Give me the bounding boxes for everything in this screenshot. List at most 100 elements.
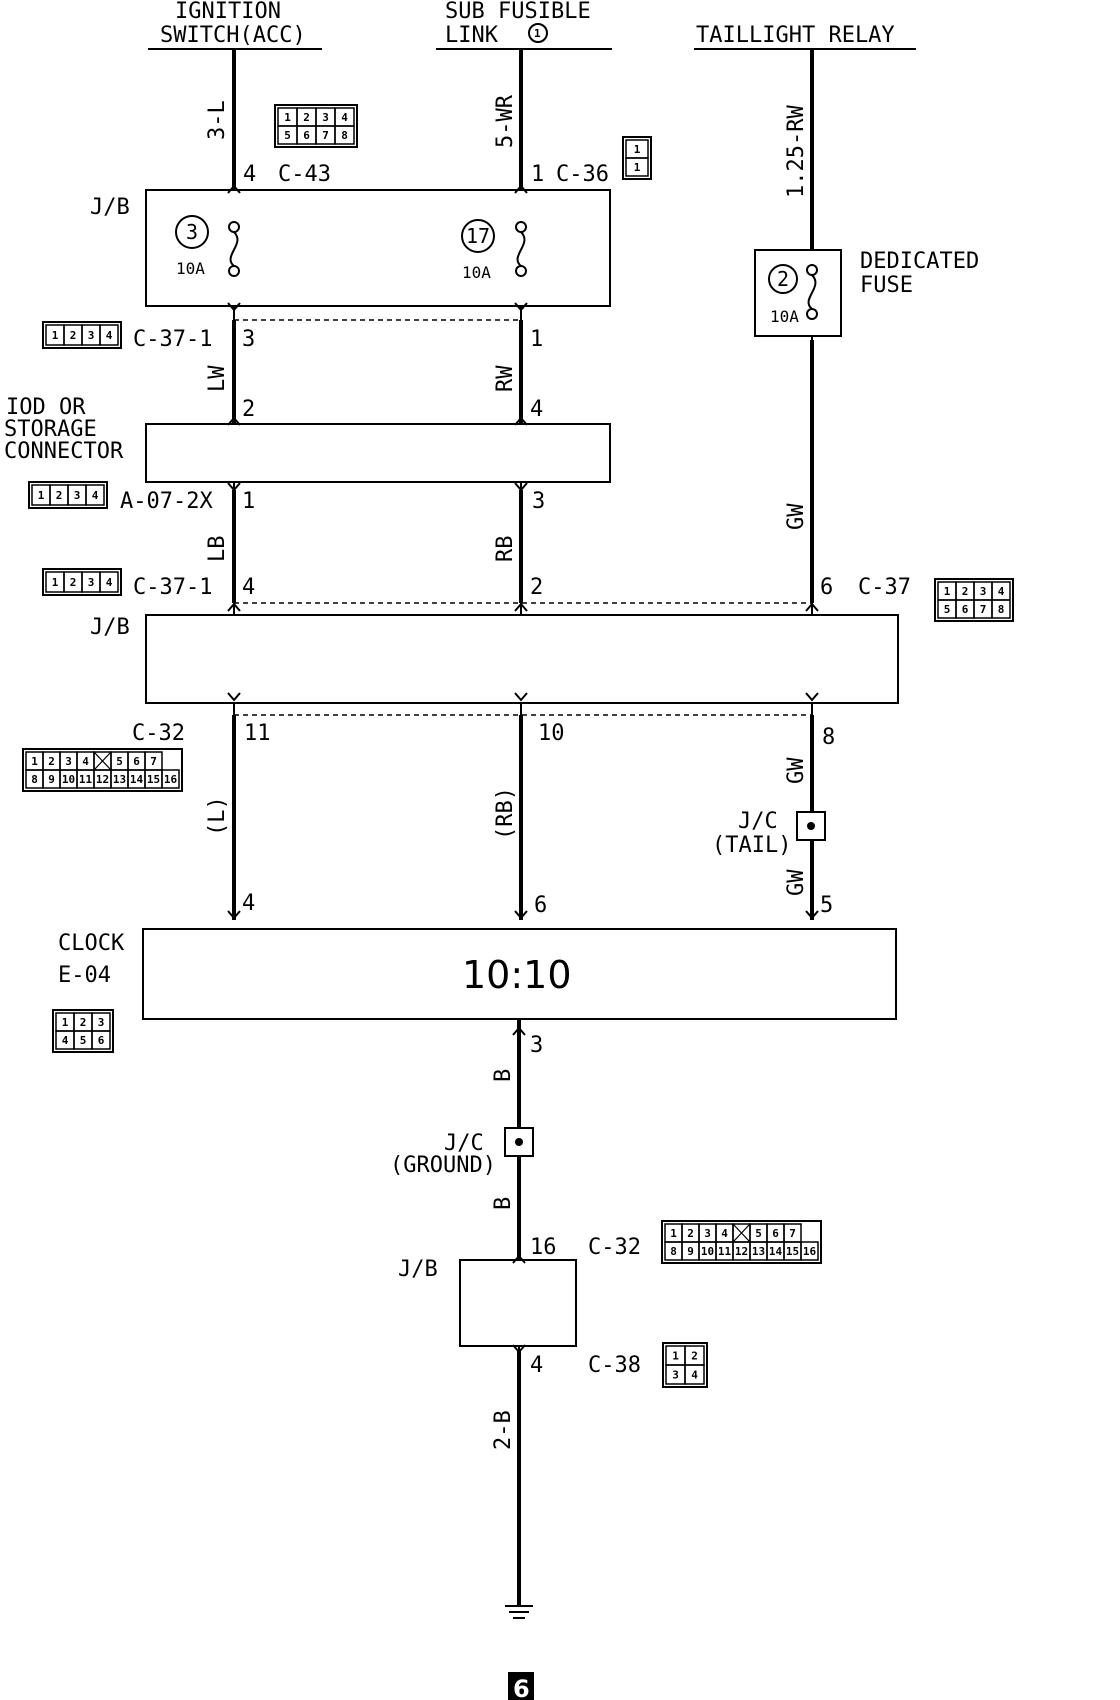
- connector-pin-number: 13: [113, 773, 126, 786]
- fuse-3-element: [229, 231, 239, 267]
- connector-pin-number: 7: [980, 603, 987, 616]
- fuse-3-number-circle: [175, 215, 209, 249]
- connector-pin-number: 2: [80, 1016, 87, 1029]
- fuse-17-element: [516, 231, 526, 267]
- label-c36: C-36: [556, 162, 609, 187]
- pin-c43: 4: [243, 162, 256, 187]
- connector-pin-number: 5: [755, 1227, 762, 1240]
- junction-arrow: [514, 602, 528, 612]
- connector-pin-number: 8: [31, 773, 38, 786]
- connector-pin-number: 5: [284, 129, 291, 142]
- pin-c371-b2: 2: [530, 575, 543, 600]
- subfusible-title-1: SUB FUSIBLE: [445, 0, 591, 24]
- connector-pin-number: 1: [944, 585, 951, 598]
- connector-pin-number: 3: [980, 585, 987, 598]
- clock-code: E-04: [58, 963, 111, 988]
- junction-arrow: [514, 184, 528, 194]
- connector-pin-number: 4: [92, 489, 99, 502]
- connector-pin-number: 4: [82, 755, 89, 768]
- connector-pin-number: 7: [789, 1227, 796, 1240]
- dedicated-fuse-label-1: DEDICATED: [860, 249, 979, 274]
- jc-tail-label-2: (TAIL): [712, 833, 791, 858]
- connector-cell: [99, 324, 119, 346]
- connector-pin-number: 9: [687, 1245, 694, 1258]
- connector-pin-number: 4: [691, 1369, 698, 1382]
- wire-label-LW: LW: [205, 365, 230, 392]
- fuse-17-terminal-bottom: [515, 265, 527, 277]
- connector-pin-number: 2: [70, 329, 77, 342]
- subfusible-number-circle: [528, 23, 548, 43]
- pin-c37: 6: [820, 575, 833, 600]
- junction-arrow: [805, 910, 819, 920]
- pin-clock-2: 6: [534, 893, 547, 918]
- connector-pin-number: 5: [944, 603, 951, 616]
- pin-c32-1: 11: [244, 721, 271, 746]
- connector-blank-cell: [732, 1223, 751, 1243]
- wire-label-3L: 3-L: [205, 100, 230, 140]
- ignition-title-1: IGNITION: [175, 0, 281, 24]
- label-c43: C-43: [278, 162, 331, 187]
- subfusible-title-2: LINK: [445, 23, 499, 48]
- page-marker-box: [508, 1672, 534, 1700]
- jc-tail-dot: [807, 822, 815, 830]
- connector-pin-number: 4: [106, 576, 113, 589]
- wire-label-125RW: 1.25-RW: [784, 105, 809, 198]
- connector-blank-cell: [93, 751, 112, 771]
- jc-ground-label-1: J/C: [444, 1131, 484, 1156]
- connector-cell: [99, 571, 119, 593]
- connector-pin-number: 3: [74, 489, 81, 502]
- connector-pin-number: 1: [31, 755, 38, 768]
- connector-pin-number: 3: [672, 1369, 679, 1382]
- fuse-17-number: 17: [466, 224, 490, 248]
- connector-pin-number: 12: [735, 1245, 748, 1258]
- fuse-3-terminal-bottom: [228, 265, 240, 277]
- clock-display: 10:10: [462, 953, 572, 997]
- connector-pin-number: 6: [98, 1034, 105, 1047]
- jb-bottom-box: [459, 1259, 577, 1347]
- fuse-2-amp: 10A: [770, 307, 799, 326]
- label-c38: C-38: [588, 1353, 641, 1378]
- clock-label: CLOCK: [58, 931, 125, 956]
- connector-pin-number: 1: [634, 161, 641, 174]
- connector-pin-number: 2: [962, 585, 969, 598]
- wire-label-GW-c: GW: [784, 869, 809, 896]
- junction-arrow: [514, 692, 528, 702]
- fuse-17-amp: 10A: [462, 263, 491, 282]
- connector-pin-number: 16: [164, 773, 178, 786]
- connector-pin-number: 4: [62, 1034, 69, 1047]
- junction-arrow: [514, 910, 528, 920]
- connector-pin-number: 1: [284, 111, 291, 124]
- fuse-3-number: 3: [186, 220, 198, 244]
- jb-top-box: [145, 189, 611, 307]
- iod-label-1: IOD OR: [6, 395, 86, 420]
- connector-pin-number: 8: [998, 603, 1005, 616]
- label-a07: A-07-2X: [120, 489, 213, 514]
- connector-cell: [991, 599, 1011, 619]
- connector-pin-number: 11: [79, 773, 93, 786]
- pin-iod-1: 2: [242, 397, 255, 422]
- wire-label-RB-paren: (RB): [493, 787, 518, 840]
- wire-label-RB: RB: [493, 536, 518, 563]
- connector-pin-number: 14: [130, 773, 144, 786]
- dedicated-fuse-box: [754, 249, 842, 337]
- connector-pin-number: 13: [752, 1245, 765, 1258]
- connector-pin-number: 4: [106, 329, 113, 342]
- fuse-2-terminal-bottom: [806, 308, 818, 320]
- pin-c371-a1: 3: [242, 327, 255, 352]
- connector-pin-number: 15: [786, 1245, 799, 1258]
- connector-pin-number: 16: [803, 1245, 817, 1258]
- connector-pin-number: 7: [322, 129, 329, 142]
- connector-pin-number: 1: [52, 576, 59, 589]
- connector-pin-number: 4: [998, 585, 1005, 598]
- connector-pin-number: 1: [670, 1227, 677, 1240]
- junction-arrow: [227, 302, 241, 312]
- pin-c32-3: 8: [822, 725, 835, 750]
- pin-c36: 1: [531, 162, 544, 187]
- fuse-2-number: 2: [777, 267, 789, 291]
